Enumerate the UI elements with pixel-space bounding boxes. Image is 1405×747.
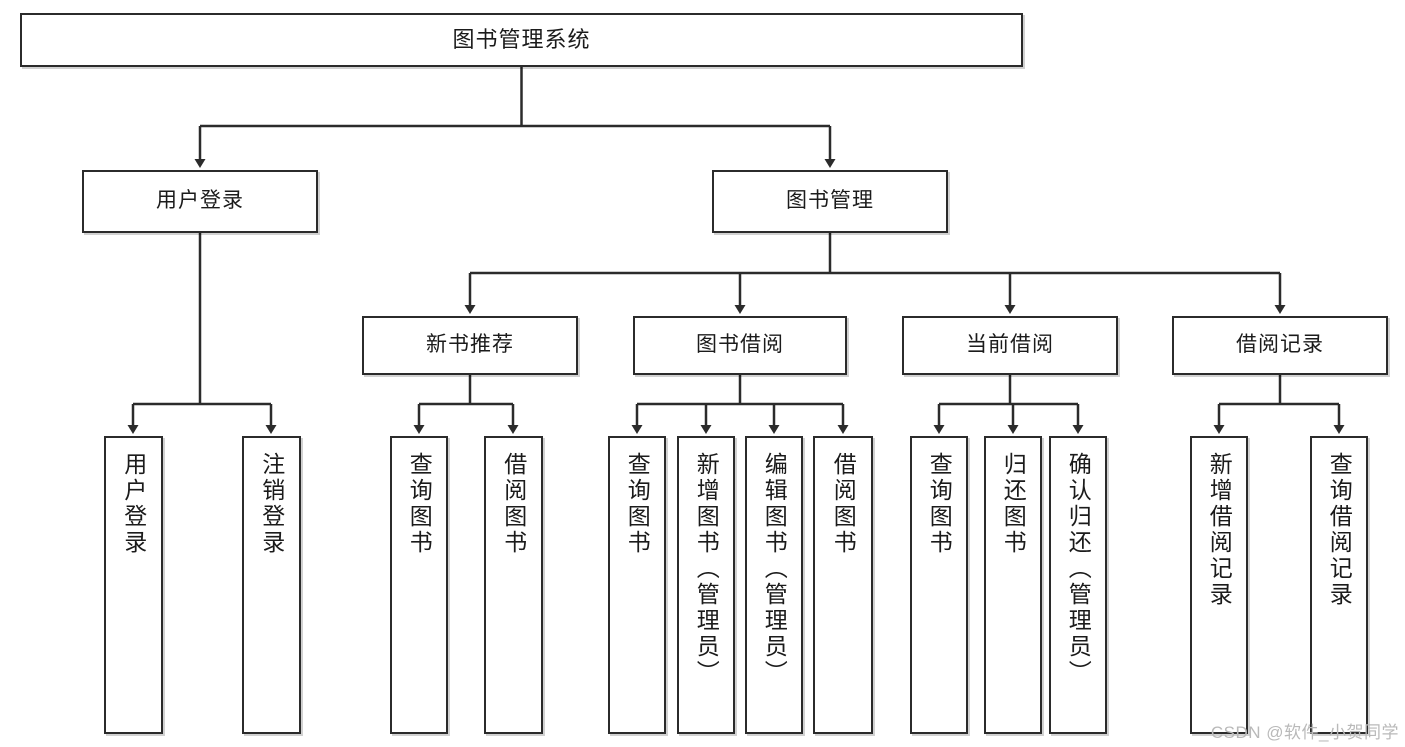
node-book-borrow[interactable]: 图书借阅 — [633, 316, 847, 375]
node-leaf-borrow-book-2[interactable]: 借阅图书 — [813, 436, 873, 734]
node-leaf-confirm-return[interactable]: 确认归还（管理员） — [1049, 436, 1107, 734]
node-leaf-add-book[interactable]: 新增图书（管理员） — [677, 436, 735, 734]
node-label: 归还图书 — [1000, 452, 1027, 556]
node-borrow-record[interactable]: 借阅记录 — [1172, 316, 1388, 375]
node-leaf-return-book[interactable]: 归还图书 — [984, 436, 1042, 734]
node-label: 借阅记录 — [1236, 333, 1324, 357]
node-user-login[interactable]: 用户登录 — [82, 170, 318, 233]
node-leaf-query-book-2[interactable]: 查询图书 — [608, 436, 666, 734]
node-label: 新增图书（管理员） — [693, 452, 720, 686]
node-book-manage[interactable]: 图书管理 — [712, 170, 948, 233]
node-label: 注销登录 — [258, 452, 285, 556]
node-label: 编辑图书（管理员） — [761, 452, 788, 686]
node-leaf-edit-book[interactable]: 编辑图书（管理员） — [745, 436, 803, 734]
node-label: 图书借阅 — [696, 333, 784, 357]
node-label: 用户登录 — [120, 452, 147, 556]
node-leaf-logout[interactable]: 注销登录 — [242, 436, 301, 734]
node-current-borrow[interactable]: 当前借阅 — [902, 316, 1118, 375]
node-leaf-query-record[interactable]: 查询借阅记录 — [1310, 436, 1368, 734]
node-label: 借阅图书 — [500, 452, 527, 556]
node-label: 查询借阅记录 — [1326, 452, 1353, 608]
node-label: 新增借阅记录 — [1206, 452, 1233, 608]
node-leaf-borrow-book-1[interactable]: 借阅图书 — [484, 436, 543, 734]
node-leaf-user-login[interactable]: 用户登录 — [104, 436, 163, 734]
node-root-system[interactable]: 图书管理系统 — [20, 13, 1023, 67]
node-label: 用户登录 — [156, 189, 244, 213]
node-label: 查询图书 — [624, 452, 651, 556]
watermark-text: CSDN @软件_小贺同学 — [1210, 723, 1399, 742]
node-new-book-recommend[interactable]: 新书推荐 — [362, 316, 578, 375]
node-label: 图书管理系统 — [452, 27, 591, 53]
node-leaf-query-book-1[interactable]: 查询图书 — [390, 436, 448, 734]
node-label: 确认归还（管理员） — [1065, 452, 1092, 686]
node-label: 查询图书 — [926, 452, 953, 556]
node-label: 借阅图书 — [830, 452, 857, 556]
node-label: 新书推荐 — [426, 333, 514, 357]
node-leaf-add-record[interactable]: 新增借阅记录 — [1190, 436, 1248, 734]
node-label: 查询图书 — [406, 452, 433, 556]
node-label: 当前借阅 — [966, 333, 1054, 357]
node-label: 图书管理 — [786, 189, 874, 213]
node-leaf-query-book-3[interactable]: 查询图书 — [910, 436, 968, 734]
